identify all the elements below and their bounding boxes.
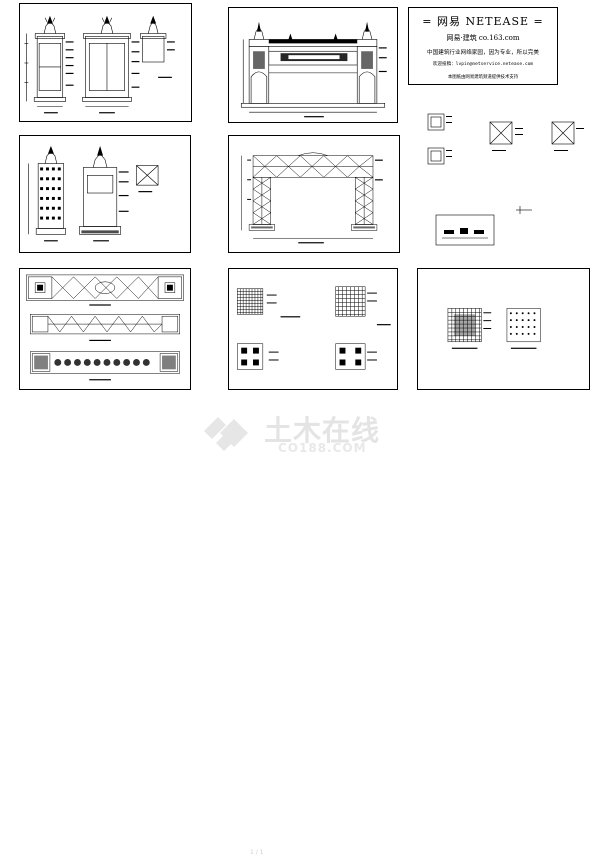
pillar-detail-drawing	[28, 145, 159, 242]
site-watermark: 土木在线 CO188.COM	[196, 405, 426, 457]
drawing-sheet-reinforcement	[417, 268, 590, 390]
credit-brand-line: 网易·建筑 co.163.com	[446, 34, 520, 42]
drawing-sheet-plan-views	[19, 268, 191, 390]
drawing-sheet-pillar-elevations	[19, 3, 192, 122]
watermark-subtitle: CO188.COM	[278, 441, 367, 455]
page-mark: 1 / 1	[250, 849, 264, 856]
credit-note: 本图纸由网易建筑频道提供技术支持	[447, 75, 519, 80]
gate-elevation-drawing	[240, 21, 387, 118]
steel-frame-drawing	[241, 152, 383, 244]
drawing-sheet-foundation-plans	[228, 268, 398, 390]
credit-slogan: 中国建筑行业网络家园，因为专业，所以完美	[427, 50, 539, 56]
watermark-title: 土木在线	[264, 414, 381, 447]
plan-views-drawing	[26, 274, 184, 381]
reinforcement-drawing	[447, 308, 541, 349]
credit-info-block: = 网易 NETEASE = 网易·建筑 co.163.com 中国建筑行业网络…	[408, 7, 558, 85]
drawing-sheet-pillar-detail	[19, 135, 191, 253]
drawing-sheet-steel-frame	[228, 135, 400, 253]
credit-title: = 网易 NETEASE =	[422, 15, 544, 28]
drawing-sheet-gate-elevation	[228, 7, 398, 123]
foundation-plans-drawing	[237, 286, 391, 370]
watermark-logo-icon	[204, 417, 248, 451]
credit-email: 欢迎投稿：lvpin@netservice.netease.com	[432, 62, 534, 67]
loose-section-details	[427, 113, 584, 246]
pillar-elevations-drawing	[24, 15, 175, 114]
